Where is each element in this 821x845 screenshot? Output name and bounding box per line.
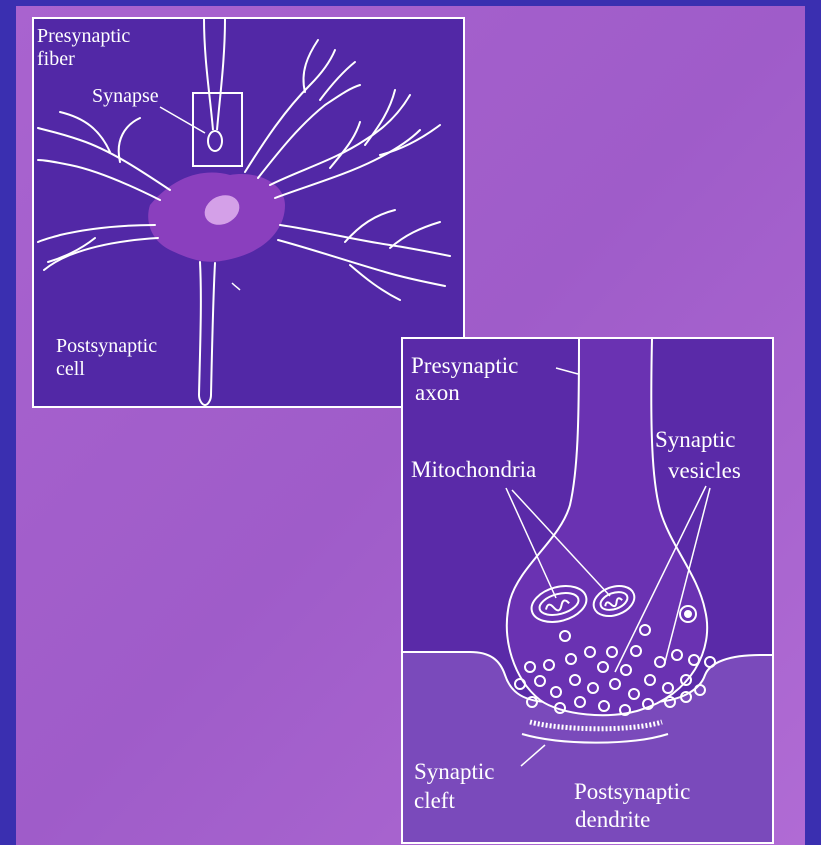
label-synaptic-cleft-1: Synaptic bbox=[414, 759, 495, 785]
label-presynaptic-axon-1: Presynaptic bbox=[411, 353, 518, 379]
label-postsynaptic-dendrite-1: Postsynaptic bbox=[574, 779, 690, 805]
label-synaptic-vesicles-2: vesicles bbox=[668, 458, 741, 484]
label-presynaptic-fiber-2: fiber bbox=[37, 48, 75, 70]
label-mitochondria: Mitochondria bbox=[411, 457, 536, 483]
label-postsynaptic-cell-2: cell bbox=[56, 358, 85, 380]
label-synaptic-vesicles-1: Synaptic bbox=[655, 427, 736, 453]
label-synaptic-cleft-2: cleft bbox=[414, 788, 455, 814]
label-synapse: Synapse bbox=[92, 85, 159, 107]
label-presynaptic-fiber-1: Presynaptic bbox=[37, 25, 130, 47]
label-postsynaptic-cell-1: Postsynaptic bbox=[56, 335, 157, 357]
label-postsynaptic-dendrite-2: dendrite bbox=[575, 807, 650, 833]
label-presynaptic-axon-2: axon bbox=[415, 380, 460, 406]
